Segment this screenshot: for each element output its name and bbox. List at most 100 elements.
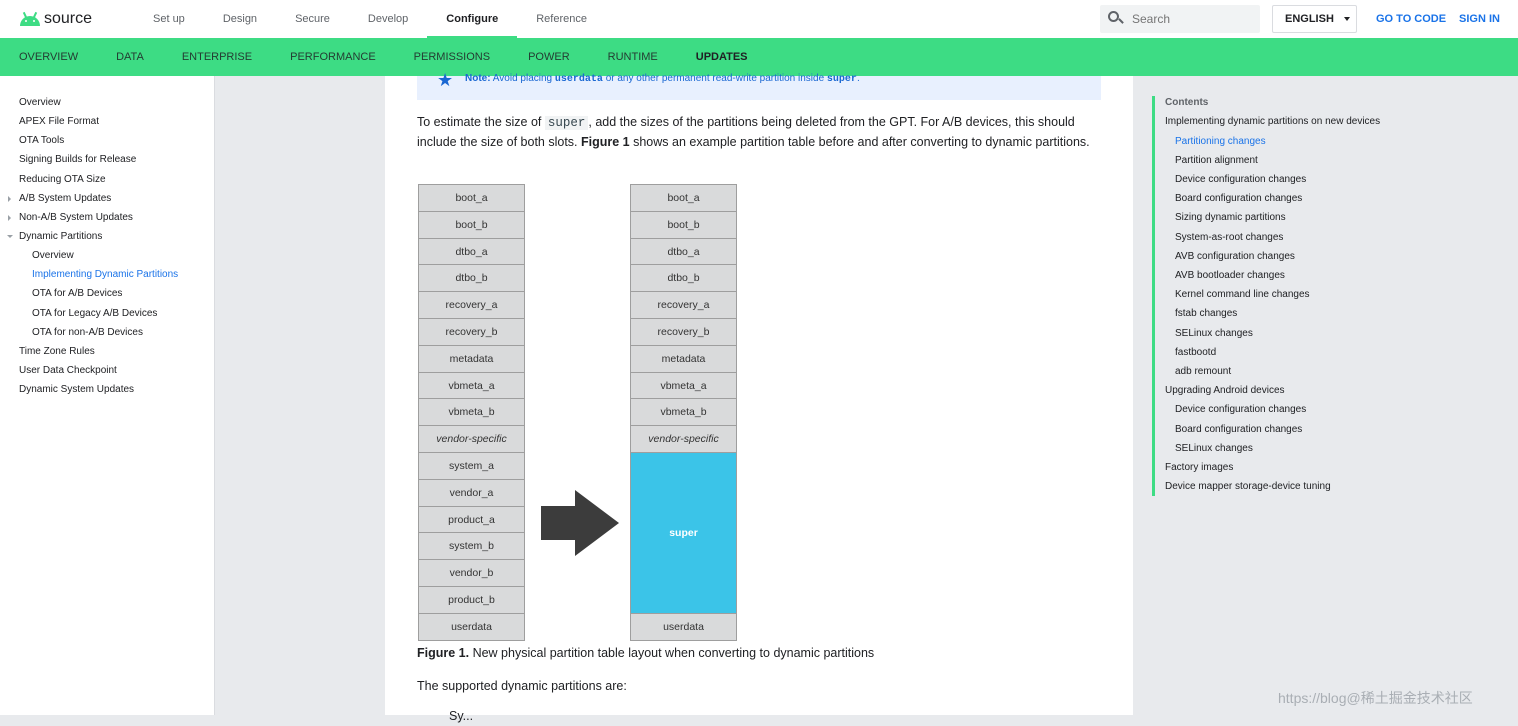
toc-item[interactable]: Partitioning changes xyxy=(1175,136,1266,147)
toc-heading: Contents xyxy=(1165,97,1209,108)
toc-item[interactable]: fastbootd xyxy=(1175,347,1217,358)
toc-item[interactable]: Board configuration changes xyxy=(1175,424,1303,435)
partition-cell: recovery_b xyxy=(630,318,737,346)
chevron-right-icon[interactable] xyxy=(8,215,11,221)
go-to-code-link[interactable]: GO TO CODE xyxy=(1376,13,1447,25)
partition-cell: dtbo_b xyxy=(630,264,737,292)
tab-enterprise[interactable]: ENTERPRISE xyxy=(181,51,253,63)
toc-item[interactable]: Board configuration changes xyxy=(1175,193,1303,204)
toc-item[interactable]: adb remount xyxy=(1175,366,1232,377)
toc-item[interactable]: Device mapper storage-device tuning xyxy=(1165,481,1331,492)
toc-item[interactable]: Device configuration changes xyxy=(1175,174,1307,185)
star-icon: ★ xyxy=(437,70,454,90)
partition-cell: dtbo_b xyxy=(418,264,525,292)
toc-item[interactable]: SELinux changes xyxy=(1175,328,1253,339)
sidebar-item-signing[interactable]: Signing Builds for Release xyxy=(19,154,137,165)
sidebar-item-dynamic-partitions[interactable]: Dynamic Partitions xyxy=(19,231,103,242)
partition-cell: boot_a xyxy=(418,184,525,212)
logo-text: source xyxy=(44,10,93,27)
partition-cell: vendor_b xyxy=(418,559,525,587)
sidebar-item-non-ab-updates[interactable]: Non-A/B System Updates xyxy=(19,212,133,223)
sidebar-item-dp-overview[interactable]: Overview xyxy=(32,250,74,261)
sidebar-item-ota-non-ab[interactable]: OTA for non-A/B Devices xyxy=(32,327,143,338)
sidebar-item-implementing-dp[interactable]: Implementing Dynamic Partitions xyxy=(32,269,179,280)
android-source-logo[interactable]: source xyxy=(19,10,92,28)
partition-cell: recovery_a xyxy=(630,291,737,319)
paragraph-super-size: To estimate the size of super, add the s… xyxy=(417,115,1090,149)
top-nav-setup[interactable]: Set up xyxy=(153,13,185,25)
top-nav-develop[interactable]: Develop xyxy=(367,13,409,25)
language-select[interactable]: ENGLISH xyxy=(1272,5,1357,33)
tab-updates[interactable]: UPDATES xyxy=(695,51,748,63)
toc-item[interactable]: Device configuration changes xyxy=(1175,404,1307,415)
toc-item[interactable]: fstab changes xyxy=(1175,308,1238,319)
partition-cell: dtbo_a xyxy=(418,238,525,266)
toc-item[interactable]: Kernel command line changes xyxy=(1175,289,1310,300)
chevron-down-icon[interactable] xyxy=(7,235,13,238)
sidebar-item-dsu[interactable]: Dynamic System Updates xyxy=(19,384,135,395)
partition-cell: product_b xyxy=(418,586,525,614)
top-header: source Set up Design Secure Develop Conf… xyxy=(0,0,1518,38)
top-nav-configure[interactable]: Configure xyxy=(427,0,518,38)
toc-item[interactable]: Partition alignment xyxy=(1175,155,1258,166)
tab-data[interactable]: DATA xyxy=(116,51,144,63)
partition-cell: recovery_a xyxy=(418,291,525,319)
chevron-right-icon[interactable] xyxy=(8,196,11,202)
partition-cell: vendor-specific xyxy=(418,425,525,453)
note-callout: ★ Note: Avoid placing userdata or any ot… xyxy=(417,70,1101,100)
arrow-right-icon xyxy=(541,490,619,556)
toc-item[interactable]: SELinux changes xyxy=(1175,443,1253,454)
partition-cell: vendor-specific xyxy=(630,425,737,453)
section-tabs: OVERVIEW DATA ENTERPRISE PERFORMANCE PER… xyxy=(0,38,1518,76)
main-content: ★ Note: Avoid placing userdata or any ot… xyxy=(385,70,1133,723)
tab-performance[interactable]: PERFORMANCE xyxy=(290,51,376,63)
list-item: Sy... xyxy=(449,709,474,723)
toc-item[interactable]: Upgrading Android devices xyxy=(1165,385,1285,396)
partition-cell: dtbo_a xyxy=(630,238,737,266)
top-nav-secure[interactable]: Secure xyxy=(295,13,330,25)
search-input[interactable] xyxy=(1132,12,1242,26)
sidebar-item-ab-updates[interactable]: A/B System Updates xyxy=(19,193,112,204)
toc-item[interactable]: AVB configuration changes xyxy=(1175,251,1295,262)
sign-in-link[interactable]: SIGN IN xyxy=(1459,13,1500,25)
partition-cell: userdata xyxy=(630,613,737,641)
partition-cell: product_a xyxy=(418,506,525,534)
search-box[interactable] xyxy=(1100,5,1260,33)
toc-item[interactable]: AVB bootloader changes xyxy=(1175,270,1285,281)
paragraph-supported: The supported dynamic partitions are: xyxy=(417,679,627,693)
toc-item[interactable]: Sizing dynamic partitions xyxy=(1175,212,1286,223)
partition-cell: vbmeta_a xyxy=(630,372,737,400)
sidebar-item-apex[interactable]: APEX File Format xyxy=(19,116,100,127)
tab-power[interactable]: POWER xyxy=(528,51,570,63)
search-icon xyxy=(1108,11,1124,27)
sidebar-item-ota-tools[interactable]: OTA Tools xyxy=(19,135,65,146)
tab-overview[interactable]: OVERVIEW xyxy=(19,51,79,63)
language-label: ENGLISH xyxy=(1285,13,1334,25)
partition-cell: system_b xyxy=(418,532,525,560)
sidebar-item-user-data-checkpoint[interactable]: User Data Checkpoint xyxy=(19,365,117,376)
partition-cell: system_a xyxy=(418,452,525,480)
sidebar-item-ota-ab[interactable]: OTA for A/B Devices xyxy=(32,288,123,299)
chevron-down-icon xyxy=(1343,17,1350,21)
note-text: Note: Avoid placing userdata or any othe… xyxy=(465,73,860,85)
partition-cell: vbmeta_b xyxy=(418,398,525,426)
toc-item[interactable]: Factory images xyxy=(1165,462,1234,473)
toc-item[interactable]: System-as-root changes xyxy=(1175,232,1284,243)
top-nav-reference[interactable]: Reference xyxy=(536,13,587,25)
partition-cell: boot_b xyxy=(630,211,737,239)
tab-runtime[interactable]: RUNTIME xyxy=(607,51,658,63)
sidebar-item-ota-legacy-ab[interactable]: OTA for Legacy A/B Devices xyxy=(32,308,158,319)
partition-cell: userdata xyxy=(418,613,525,641)
partition-cell: boot_a xyxy=(630,184,737,212)
sidebar-item-reducing-ota[interactable]: Reducing OTA Size xyxy=(19,174,106,185)
figure-link: Figure 1 xyxy=(581,135,630,149)
tab-permissions[interactable]: PERMISSIONS xyxy=(413,51,491,63)
partition-cell: vbmeta_b xyxy=(630,398,737,426)
sidebar-item-time-zone[interactable]: Time Zone Rules xyxy=(19,346,95,357)
partition-cell: boot_b xyxy=(418,211,525,239)
partition-cell: vendor_a xyxy=(418,479,525,507)
top-nav-design[interactable]: Design xyxy=(222,13,258,25)
toc-item[interactable]: Implementing dynamic partitions on new d… xyxy=(1165,116,1381,127)
top-nav: Set up Design Secure Develop Configure R… xyxy=(134,0,606,38)
sidebar-item-overview[interactable]: Overview xyxy=(19,97,61,108)
